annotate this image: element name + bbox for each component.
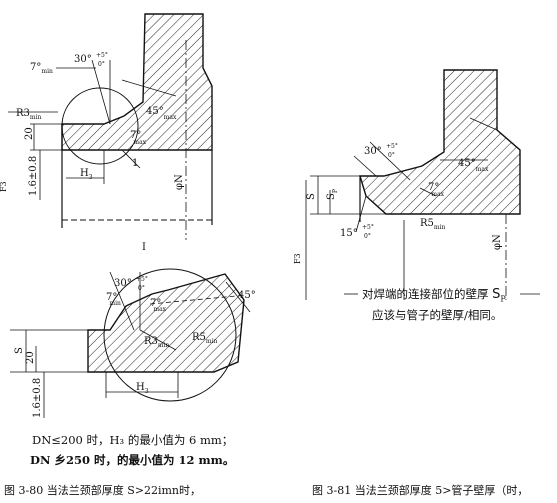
left-label-h3: H3: [80, 168, 93, 181]
right-label-7: 7°max: [428, 182, 445, 198]
right-tol15-plus: +5°: [362, 224, 374, 231]
detail-label-7min: 7°min: [106, 292, 121, 307]
right-tol-plus: +5°: [386, 143, 398, 150]
left-detail-outline: [103, 268, 237, 402]
detail-label-r5: R5min: [192, 332, 218, 345]
left-label-7max: 7°max: [130, 130, 147, 146]
right-dim-sp: SP: [326, 189, 339, 200]
right-note-text: 对焊端的连接部位的壁厚: [362, 287, 493, 301]
right-label-phin: φN: [492, 234, 503, 250]
left-label-7min: 7°min: [30, 62, 53, 75]
left-detail-section: [10, 268, 251, 418]
left-main-labels: 7°min 30° +5° 0° R3min 45°max 7°max 20 1…: [0, 52, 185, 253]
right-tol15-zero: 0°: [364, 233, 371, 240]
right-note-line2: 应该与管子的壁厚/相同。: [372, 308, 503, 322]
right-main-labels: 30° +5° 0° 45°max 7°max S SP R5min 15° +…: [293, 143, 503, 264]
right-label-45: 45°max: [458, 158, 489, 173]
detail-label-45: 45°: [238, 290, 256, 301]
left-callout-1: 1: [132, 158, 138, 169]
right-hatched-flange: [359, 69, 521, 215]
right-note-sp: S: [492, 287, 501, 302]
right-label-30: 30°: [364, 146, 382, 157]
left-detail-labels: 30° +5° 0° 7°min 7°max 45° R3min R5min S…: [14, 276, 256, 418]
left-label-r3: R3min: [16, 108, 42, 121]
detail-dim-16: 1.6±0.8: [32, 378, 43, 418]
left-note-line1: DN≤200 时，H₃ 的最小值为 6 mm；: [32, 433, 234, 447]
detail-dim-20: 20: [25, 351, 36, 364]
detail-label-7max: 7°max: [150, 298, 167, 313]
left-label-45: 45°max: [146, 106, 177, 121]
detail-tol-zero: 0°: [138, 285, 145, 292]
right-tol-zero: 0°: [388, 152, 395, 159]
left-label-30: 30°: [74, 54, 92, 65]
right-label-15: 15°: [340, 228, 358, 239]
detail-label-r3: R3min: [144, 336, 170, 349]
left-detail-hatched: [87, 273, 245, 373]
detail-label-30: 30°: [114, 278, 132, 289]
left-dim-16: 1.6±0.8: [28, 156, 39, 196]
left-dim-20: 20: [24, 127, 35, 140]
left-tol-zero: 0°: [98, 61, 105, 68]
right-margin-mark: F3: [293, 253, 302, 264]
detail-label-h3: H3: [136, 382, 149, 395]
right-caption: 图 3-81 当法兰颈部厚度 5>管子壁厚（时，: [312, 484, 529, 497]
right-dim-s: S: [306, 193, 317, 200]
left-main-section: [8, 13, 213, 240]
left-detail-label: I: [142, 242, 146, 253]
detail-tol-plus: +5°: [136, 276, 148, 283]
right-main-section: [305, 69, 540, 300]
left-note-line2: DN 乡250 时，的最小值为 12 mm。: [30, 453, 235, 467]
detail-dim-s: S: [14, 347, 25, 354]
right-label-r5: R5min: [420, 218, 446, 231]
left-tol-plus: +5°: [96, 52, 108, 59]
left-label-phin: φN: [174, 174, 185, 190]
left-margin-mark: F3: [0, 181, 8, 192]
right-note-sp-sub: P: [500, 294, 506, 304]
right-note-line1: 对焊端的连接部位的壁厚 SP: [362, 286, 506, 303]
left-caption: 图 3-80 当法兰颈部厚度 S>22imn时，: [4, 484, 201, 497]
